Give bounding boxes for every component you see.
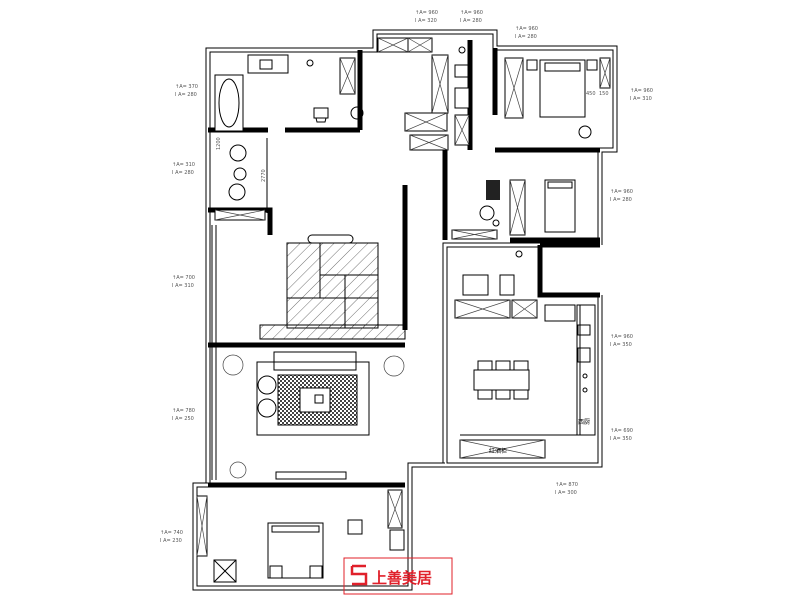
window-dimension: 1200 — [216, 137, 222, 150]
dimension-label: ↑A= 870 — [555, 482, 578, 488]
bed-side-b: 150 — [599, 91, 609, 97]
dining-table — [473, 360, 530, 400]
wine-cabinet-label: 红酒柜 — [489, 447, 507, 455]
logo-text: 上善美居 — [372, 569, 432, 587]
cabinet — [339, 57, 356, 95]
study-dimension: 2770 — [261, 169, 267, 182]
logo: 上善美居 — [343, 557, 453, 595]
dimension-label: I A= 250 — [172, 416, 194, 422]
western-kitchen-label: 西厨 — [578, 419, 590, 426]
cabinet — [196, 495, 208, 557]
bedroom-top-right: 450 150 — [526, 59, 609, 139]
dimension-label: I A= 350 — [610, 436, 632, 442]
cabinet — [407, 37, 433, 53]
dimension-label: ↑A= 370 — [175, 84, 198, 90]
dimension-label: ↑A= 700 — [172, 275, 195, 281]
dimension-label: ↑A= 960 — [630, 88, 653, 94]
cabinet — [431, 54, 449, 114]
dimension-label: ↑A= 780 — [172, 408, 195, 414]
cabinet — [409, 134, 449, 151]
cabinet — [454, 299, 511, 319]
dimension-label: ↑A= 960 — [415, 10, 438, 16]
bathtub — [214, 74, 244, 132]
cabinet — [509, 179, 526, 236]
dimension-label: ↑A= 960 — [610, 334, 633, 340]
bed-side-a: 450 — [586, 91, 596, 97]
dimension-label: I A= 280 — [175, 92, 197, 98]
living-sofa-set — [222, 351, 405, 480]
bedroom-middle-right — [479, 179, 576, 258]
cabinet — [454, 114, 470, 146]
dimension-label: I A= 280 — [610, 197, 632, 203]
study-chairs: 2770 1200 — [216, 137, 268, 213]
bedroom-bottom — [213, 519, 405, 583]
cabinet — [599, 57, 611, 89]
dimension-label: ↑A= 960 — [515, 26, 538, 32]
kitchen: 西厨 红酒柜 — [460, 274, 596, 455]
dimension-label: I A= 300 — [555, 490, 577, 496]
cabinet — [459, 439, 546, 459]
dimension-label: ↑A= 960 — [610, 189, 633, 195]
dimension-labels: ↑A= 370 I A= 280 ↑A= 310 I A= 280 ↑A= 700 I A… — [160, 10, 653, 544]
hatched-furniture — [259, 234, 406, 340]
cabinet — [404, 112, 448, 132]
dimension-label: ↑A= 690 — [610, 428, 633, 434]
dimension-label: I A= 280 — [460, 18, 482, 24]
dimension-label: I A= 350 — [610, 342, 632, 348]
dimension-label: ↑A= 310 — [172, 162, 195, 168]
cabinet — [214, 209, 266, 221]
cabinet — [387, 489, 403, 529]
dimension-label: ↑A= 960 — [460, 10, 483, 16]
dimension-label: ↑A= 740 — [160, 530, 183, 536]
cabinets — [196, 37, 611, 557]
dimension-label: I A= 320 — [415, 18, 437, 24]
cabinet — [504, 57, 524, 119]
dimension-label: I A= 280 — [172, 170, 194, 176]
cabinet — [511, 299, 538, 319]
cabinet — [377, 37, 409, 53]
dimension-label: I A= 310 — [630, 96, 652, 102]
cabinet — [451, 229, 498, 240]
dimension-label: I A= 280 — [515, 34, 537, 40]
dimension-label: I A= 230 — [160, 538, 182, 544]
dimension-label: I A= 310 — [172, 283, 194, 289]
